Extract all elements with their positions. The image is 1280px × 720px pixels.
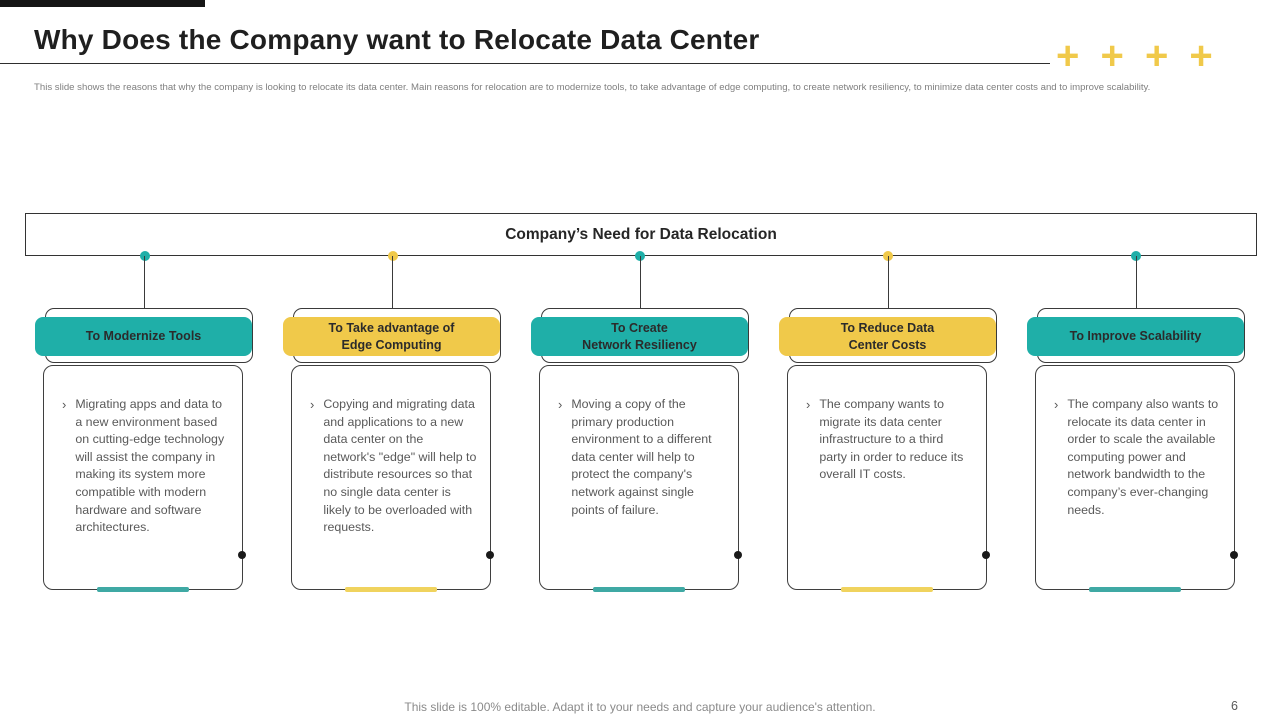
chevron-bullet-icon: › xyxy=(310,397,315,412)
top-left-strip xyxy=(0,0,205,7)
branch-header-label: To Take advantage of Edge Computing xyxy=(328,321,455,352)
page-number: 6 xyxy=(1231,699,1238,713)
plus-decoration-icon: + + + + xyxy=(1056,34,1215,78)
branch-header-label: To Modernize Tools xyxy=(85,329,202,344)
connector-dot-1 xyxy=(140,251,150,261)
connector-line-4 xyxy=(888,256,889,308)
corner-dot xyxy=(486,551,494,559)
root-node-label: Company’s Need for Data Relocation xyxy=(505,225,777,243)
branch-body: › The company wants to migrate its data … xyxy=(787,365,990,592)
accent-underline xyxy=(841,587,933,592)
slide-description: This slide shows the reasons that why th… xyxy=(34,82,1151,93)
accent-underline xyxy=(345,587,437,592)
branch-header-label: To Create Network Resiliency xyxy=(582,321,697,352)
branch-header: To Reduce Data Center Costs xyxy=(779,317,996,356)
corner-dot xyxy=(238,551,246,559)
footer-note: This slide is 100% editable. Adapt it to… xyxy=(404,700,876,714)
branch-header-label: To Improve Scalability xyxy=(1069,329,1202,344)
title-underline xyxy=(0,63,1050,64)
accent-underline xyxy=(593,587,685,592)
corner-dot xyxy=(982,551,990,559)
branch-body: › The company also wants to relocate its… xyxy=(1035,365,1238,592)
chevron-bullet-icon: › xyxy=(1054,397,1059,412)
connector-line-2 xyxy=(392,256,393,308)
branch-text: Migrating apps and data to a new environ… xyxy=(75,397,225,535)
root-node: Company’s Need for Data Relocation xyxy=(25,213,1257,256)
branch-body: › Moving a copy of the primary productio… xyxy=(539,365,742,592)
corner-dot xyxy=(1230,551,1238,559)
corner-dot xyxy=(734,551,742,559)
connector-dot-2 xyxy=(388,251,398,261)
chevron-bullet-icon: › xyxy=(806,397,811,412)
branch-header: To Improve Scalability xyxy=(1027,317,1244,356)
page-title: Why Does the Company want to Relocate Da… xyxy=(34,24,760,55)
branch-body: › Copying and migrating data and applica… xyxy=(291,365,494,592)
branch-text: Moving a copy of the primary production … xyxy=(571,397,712,517)
branch-column-modernize-tools: To Modernize Tools › Migrating apps and … xyxy=(35,308,253,598)
branch-text: The company wants to migrate its data ce… xyxy=(819,397,964,482)
branch-header: To Modernize Tools xyxy=(35,317,252,356)
connector-line-1 xyxy=(144,256,145,308)
branch-header-label: To Reduce Data Center Costs xyxy=(840,321,935,352)
chevron-bullet-icon: › xyxy=(558,397,563,412)
branch-column-reduce-costs: To Reduce Data Center Costs › The compan… xyxy=(779,308,997,598)
branch-text: Copying and migrating data and applicati… xyxy=(323,397,477,535)
branch-column-improve-scalability: To Improve Scalability › The company als… xyxy=(1027,308,1245,598)
branch-column-edge-computing: To Take advantage of Edge Computing › Co… xyxy=(283,308,501,598)
branch-column-network-resiliency: To Create Network Resiliency › Moving a … xyxy=(531,308,749,598)
connector-line-3 xyxy=(640,256,641,308)
branch-header: To Take advantage of Edge Computing xyxy=(283,317,500,356)
accent-underline xyxy=(1089,587,1181,592)
chevron-bullet-icon: › xyxy=(62,397,67,412)
connector-line-5 xyxy=(1136,256,1137,308)
branch-text: The company also wants to relocate its d… xyxy=(1067,397,1219,517)
accent-underline xyxy=(97,587,189,592)
branch-body: › Migrating apps and data to a new envir… xyxy=(43,365,246,592)
branch-header: To Create Network Resiliency xyxy=(531,317,748,356)
